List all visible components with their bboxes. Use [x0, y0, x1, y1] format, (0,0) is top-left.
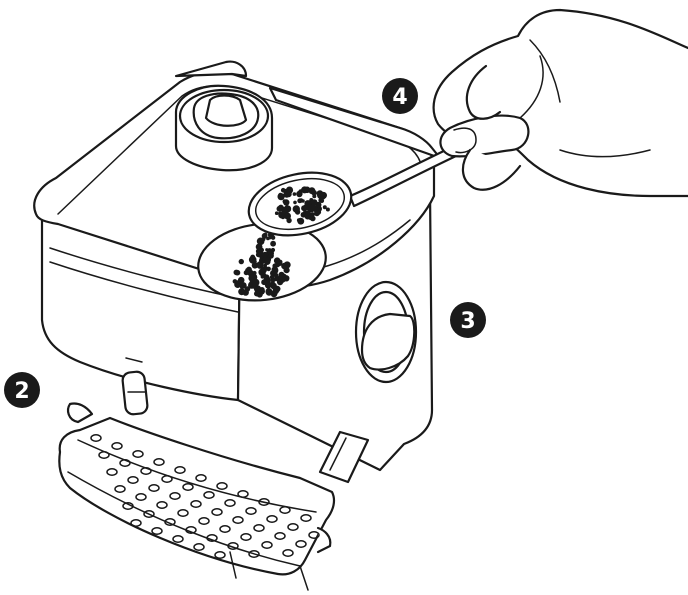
coffee-grain	[250, 270, 254, 274]
coffee-grain	[293, 205, 300, 212]
coffee-grain	[252, 279, 259, 286]
coffee-grain	[263, 233, 268, 238]
coffee-grain	[252, 259, 257, 264]
coffee-grain	[266, 267, 271, 272]
coffee-grain	[297, 218, 304, 225]
coffee-grain	[273, 288, 280, 295]
coffee-grain	[254, 264, 257, 267]
coffee-grain	[278, 276, 285, 283]
coffee-grain	[234, 270, 240, 276]
coffee-grain	[309, 187, 316, 194]
coffee-grain	[311, 199, 317, 205]
coffee-grain	[258, 269, 265, 276]
coffee-grain	[233, 279, 238, 284]
coffee-grain	[270, 241, 276, 247]
drip-tray	[59, 403, 334, 590]
coffee-grain	[250, 255, 255, 260]
coffee-grain	[279, 261, 282, 264]
callout-step-2: 2	[4, 372, 40, 408]
coffee-grain	[262, 252, 268, 258]
callout-step-4: 4	[382, 78, 418, 114]
coffee-grain	[257, 247, 260, 250]
coffee-grain	[244, 270, 249, 275]
coffee-grain	[274, 273, 279, 278]
coffee-grain	[283, 199, 289, 205]
coffee-grain	[314, 210, 320, 216]
coffee-grain	[285, 191, 291, 197]
coffee-grain	[293, 201, 297, 205]
coffee-grain	[308, 214, 314, 220]
coffee-grain	[296, 191, 302, 197]
hand	[434, 10, 688, 196]
coffee-grain	[269, 235, 273, 239]
steam-knob	[176, 86, 272, 170]
coffee-grain	[301, 212, 305, 216]
coffee-grain	[297, 198, 302, 203]
coffee-grain	[280, 211, 285, 216]
side-control-dial	[356, 282, 416, 382]
coffee-grain	[239, 259, 244, 264]
coffee-grain	[272, 268, 279, 275]
coffee-grain	[326, 208, 330, 212]
coffee-grain	[303, 204, 309, 210]
callout-step-3: 3	[450, 302, 486, 338]
coffee-grain	[278, 193, 285, 200]
callout-step-4-label: 4	[392, 85, 407, 110]
coffee-grain	[317, 192, 324, 199]
coffee-grain	[284, 205, 291, 212]
callout-step-3-label: 3	[460, 309, 475, 334]
coffee-grain	[275, 211, 279, 215]
coffee-grain	[266, 289, 273, 296]
coffee-grain	[261, 279, 267, 285]
callout-step-2-label: 2	[14, 379, 29, 404]
coffee-grain	[262, 257, 267, 262]
coffee-grain	[320, 199, 324, 203]
coffee-grain	[257, 238, 265, 246]
coffee-grain	[293, 192, 297, 196]
coffee-grain	[286, 218, 291, 223]
